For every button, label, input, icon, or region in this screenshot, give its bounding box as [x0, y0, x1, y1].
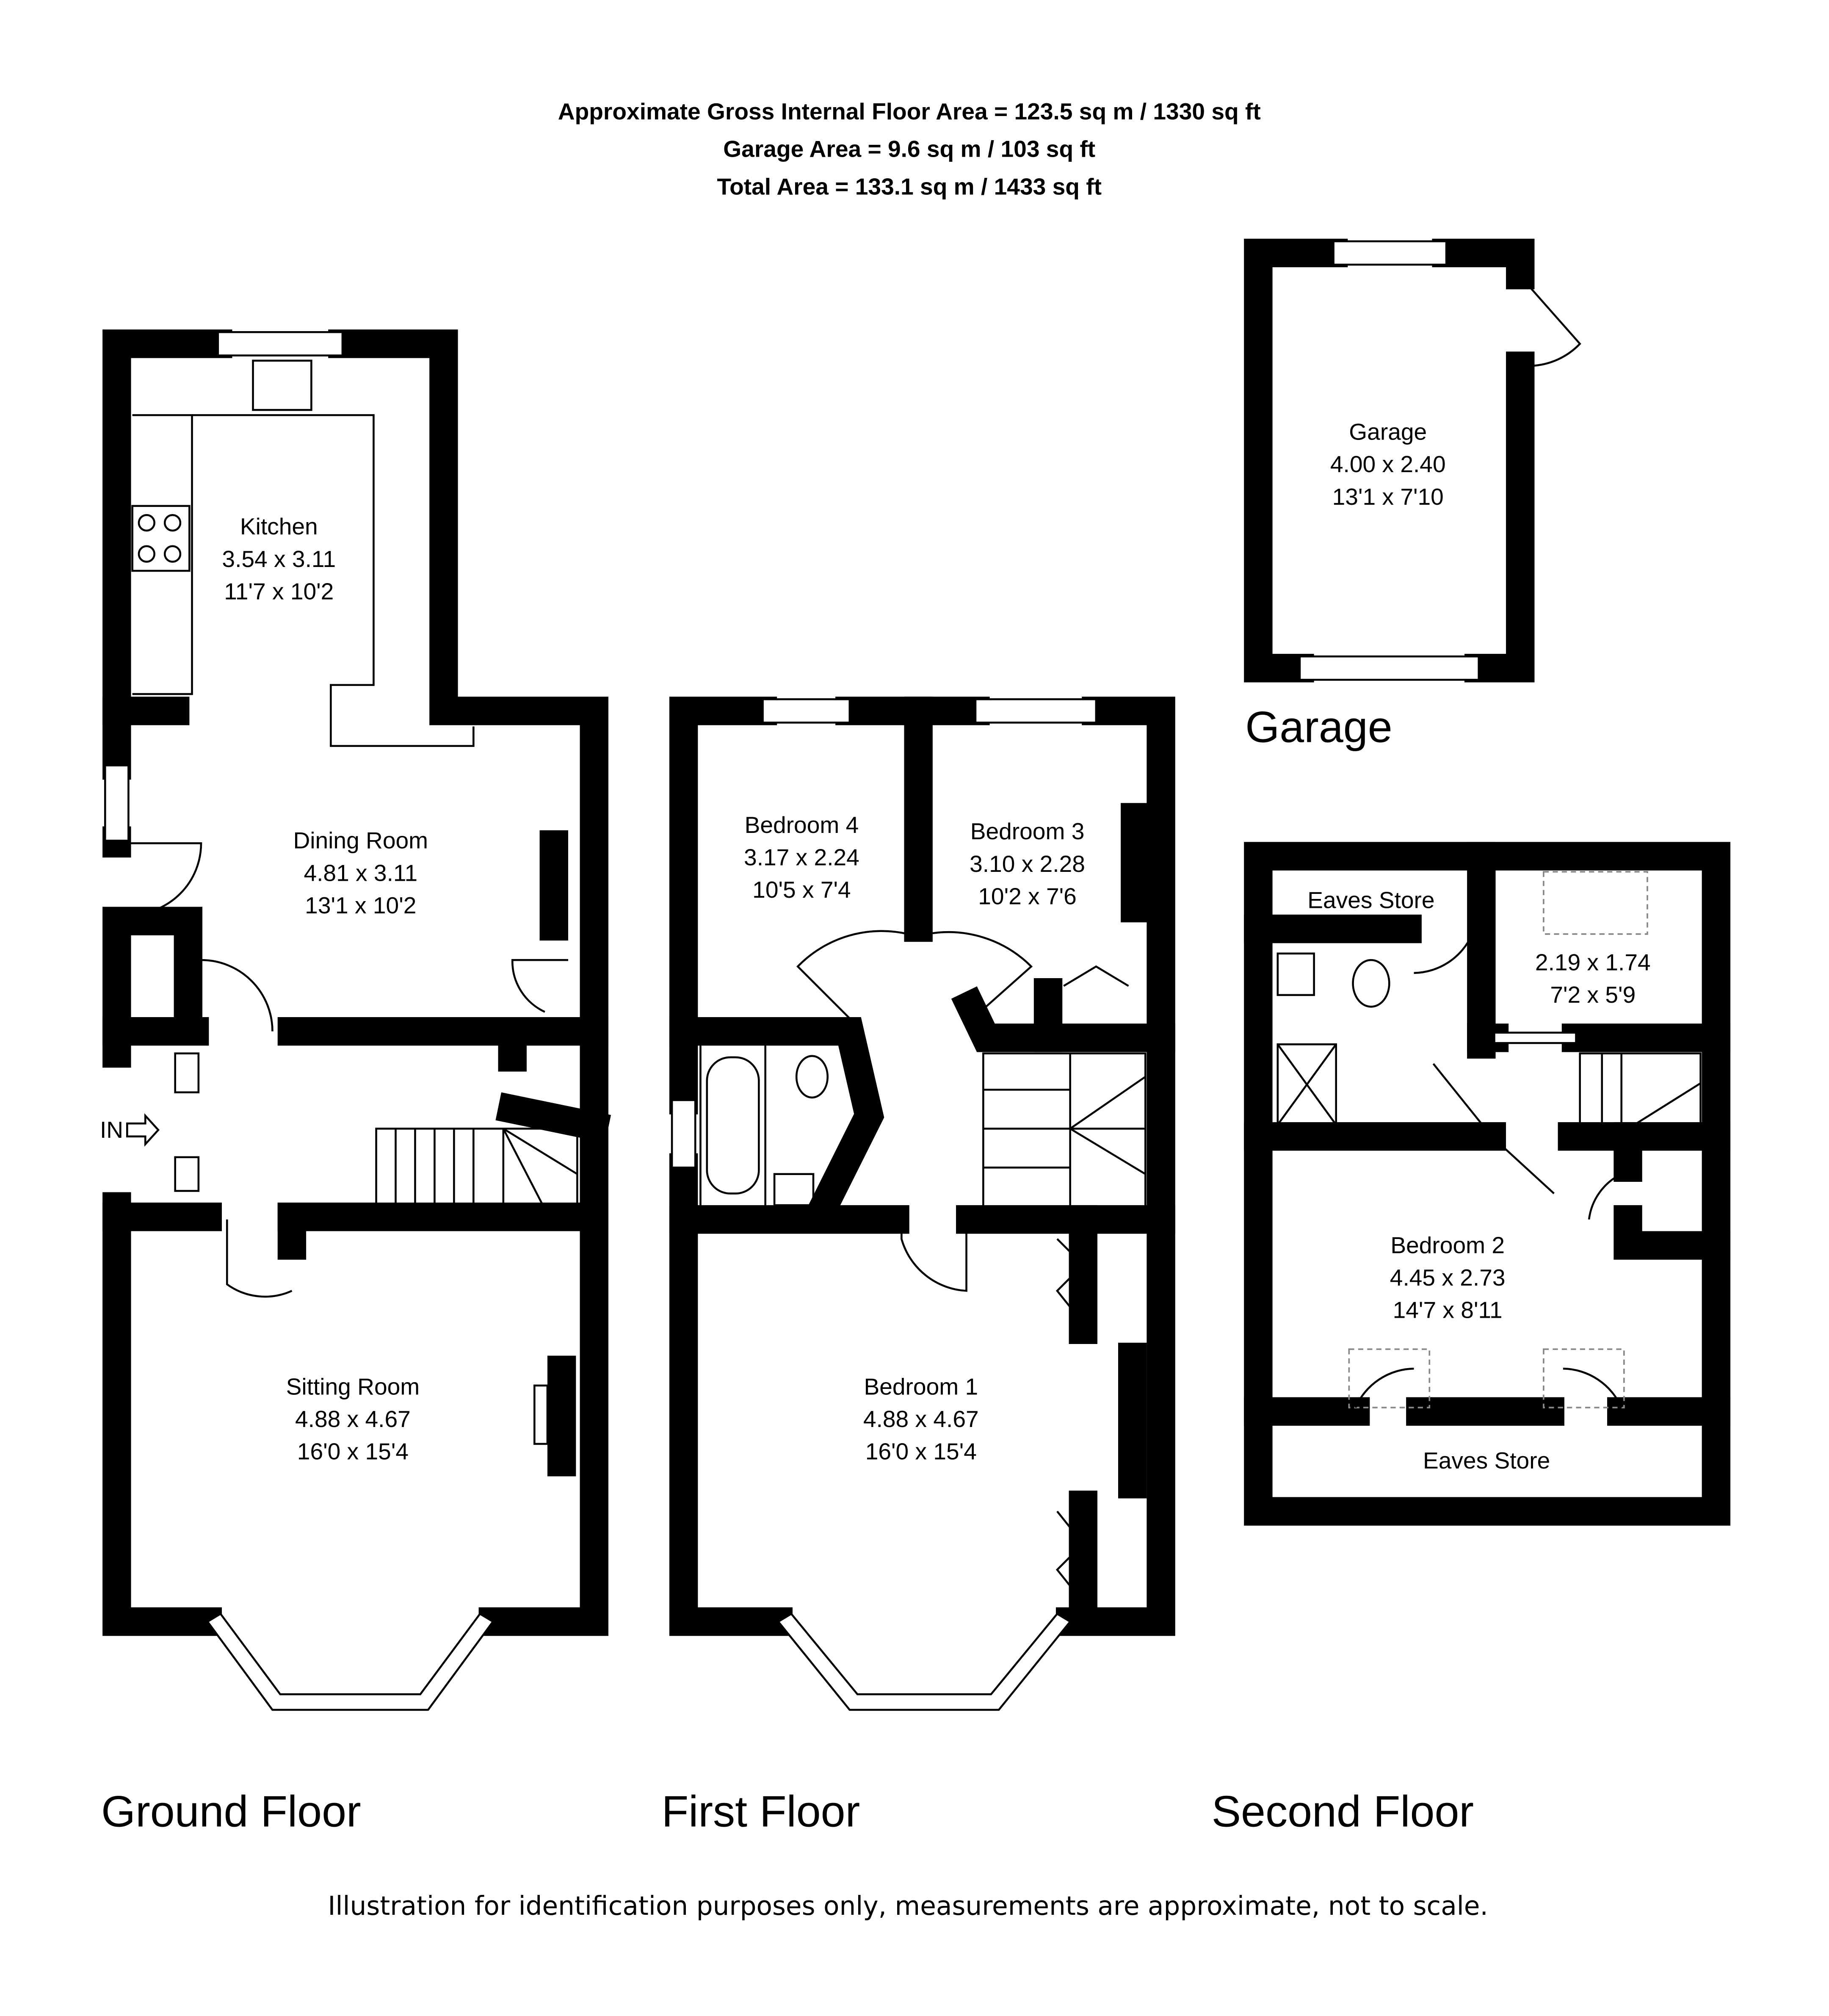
- sitting-imperial: 16'0 x 15'4: [297, 1438, 409, 1465]
- bedroom4-name: Bedroom 4: [745, 812, 859, 838]
- eaves-store-bottom: Eaves Store: [1423, 1447, 1550, 1474]
- small-room-metric: 2.19 x 1.74: [1535, 949, 1651, 976]
- bedroom1-name: Bedroom 1: [864, 1373, 978, 1399]
- bedroom1-imperial: 16'0 x 15'4: [865, 1438, 977, 1465]
- first-floor-title: First Floor: [662, 1787, 860, 1836]
- bedroom4-metric: 3.17 x 2.24: [744, 844, 859, 870]
- garage-name: Garage: [1349, 419, 1427, 445]
- garage-metric: 4.00 x 2.40: [1330, 451, 1446, 477]
- kitchen-imperial: 11'7 x 10'2: [224, 578, 334, 604]
- eaves-store-top: Eaves Store: [1307, 887, 1434, 913]
- ground-floor-plan: Kitchen 3.54 x 3.11 11'7 x 10'2 Dining R…: [100, 329, 611, 1711]
- dining-metric: 4.81 x 3.11: [304, 860, 417, 886]
- garage-area-text: Garage Area = 9.6 sq m / 103 sq ft: [723, 136, 1095, 162]
- entrance-label: IN: [100, 1117, 123, 1143]
- second-floor-plan: Eaves Store 2.19 x 1.74 7'2 x 5'9 Bedroo…: [1244, 842, 1731, 1526]
- kitchen-name: Kitchen: [240, 513, 318, 539]
- bedroom3-name: Bedroom 3: [970, 818, 1085, 844]
- bedroom3-metric: 3.10 x 2.28: [970, 851, 1085, 877]
- sitting-name: Sitting Room: [286, 1373, 420, 1399]
- sitting-metric: 4.88 x 4.67: [295, 1406, 411, 1432]
- ground-floor-title: Ground Floor: [101, 1787, 361, 1836]
- gross-area-text: Approximate Gross Internal Floor Area = …: [558, 98, 1261, 124]
- bedroom4-imperial: 10'5 x 7'4: [752, 877, 851, 903]
- total-area-text: Total Area = 133.1 sq m / 1433 sq ft: [717, 174, 1102, 200]
- garage-imperial: 13'1 x 7'10: [1332, 484, 1444, 510]
- entrance-arrow-icon: [126, 1113, 160, 1147]
- first-floor-plan: Bedroom 4 3.17 x 2.24 10'5 x 7'4 Bedroom…: [669, 697, 1175, 1711]
- garage-plan: Garage 4.00 x 2.40 13'1 x 7'10: [1244, 238, 1581, 683]
- garage-title: Garage: [1245, 702, 1392, 752]
- small-room-imperial: 7'2 x 5'9: [1550, 982, 1636, 1008]
- dining-imperial: 13'1 x 10'2: [305, 892, 416, 918]
- bedroom2-name: Bedroom 2: [1390, 1232, 1505, 1258]
- second-floor-title: Second Floor: [1212, 1787, 1474, 1836]
- disclaimer: Illustration for identification purposes…: [328, 1891, 1488, 1921]
- bedroom3-imperial: 10'2 x 7'6: [978, 883, 1077, 909]
- bedroom2-imperial: 14'7 x 8'11: [1393, 1297, 1503, 1323]
- bedroom1-metric: 4.88 x 4.67: [863, 1406, 979, 1432]
- dining-name: Dining Room: [293, 827, 428, 854]
- kitchen-metric: 3.54 x 3.11: [222, 546, 336, 572]
- bedroom2-metric: 4.45 x 2.73: [1390, 1264, 1506, 1291]
